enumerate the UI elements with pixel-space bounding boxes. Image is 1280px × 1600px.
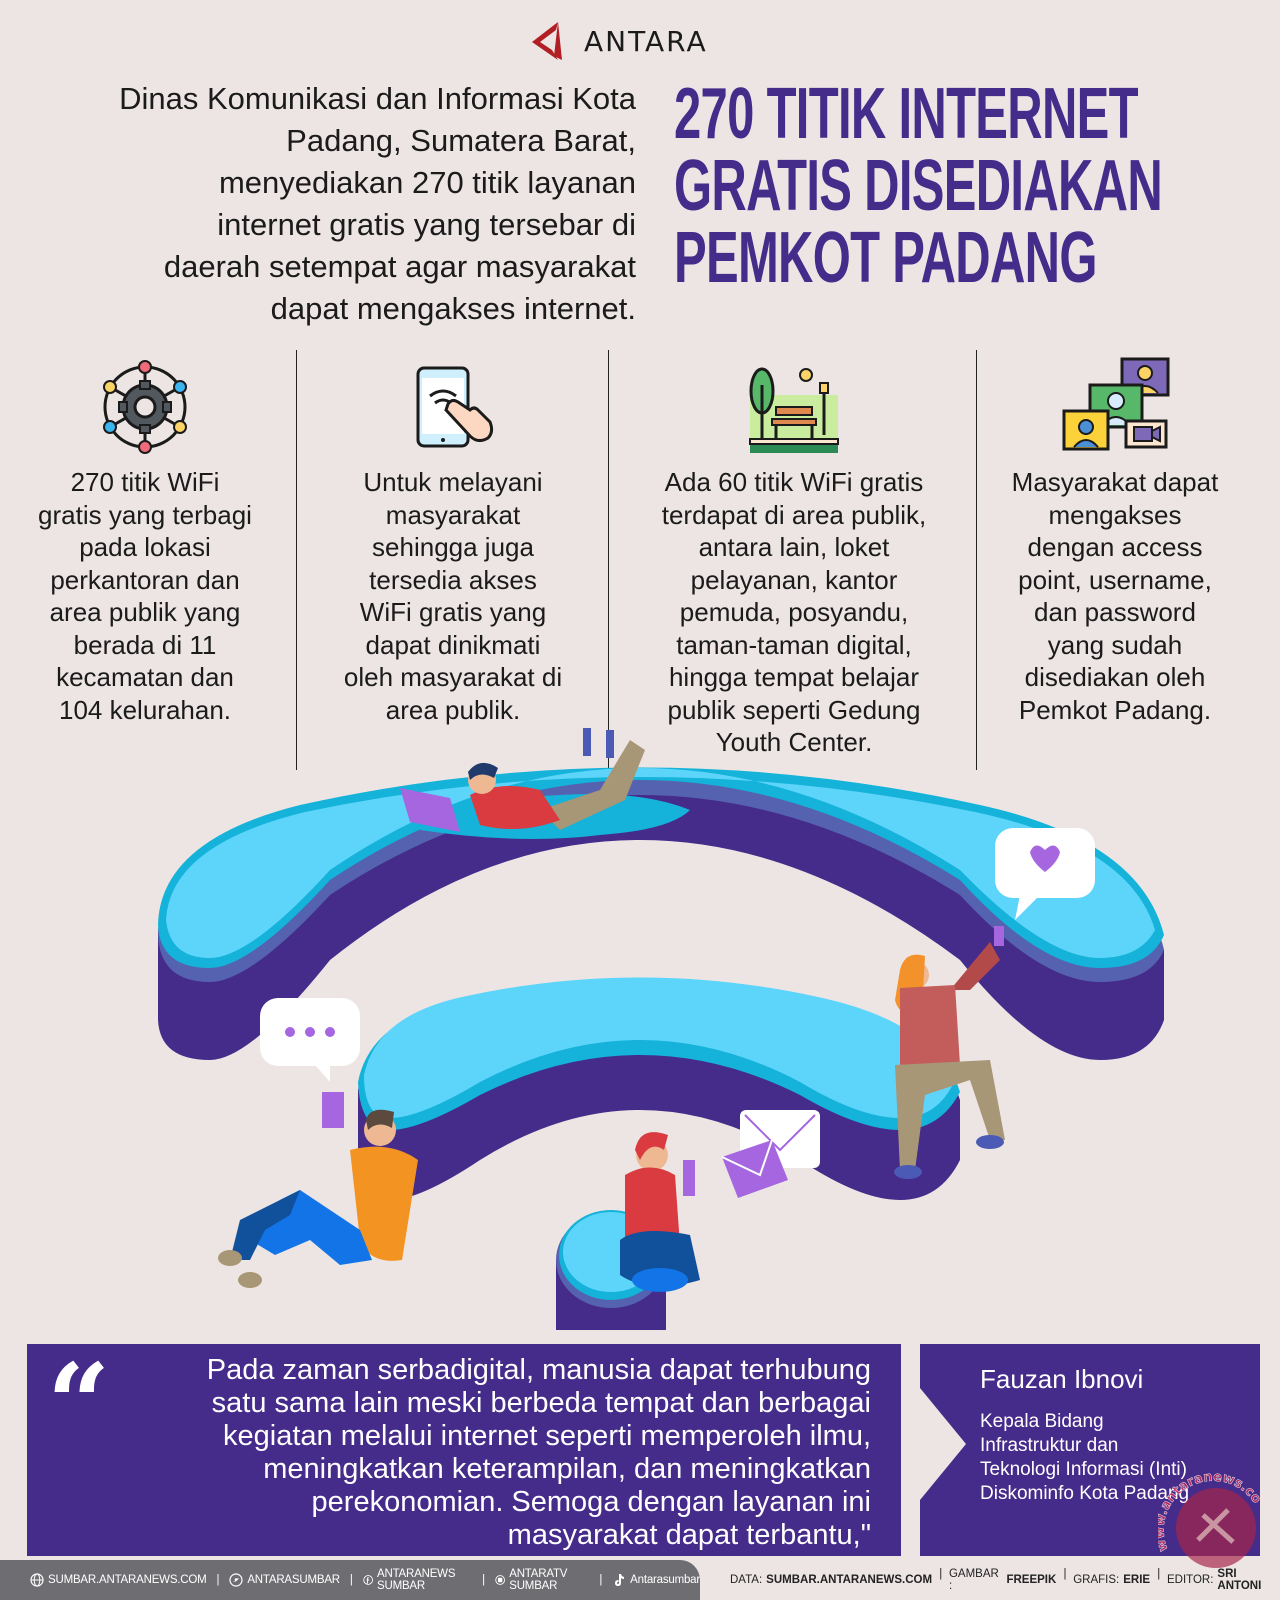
column-divider xyxy=(976,350,977,770)
info-column-2: Untuk melayani masyarakat sehingga juga … xyxy=(318,350,588,726)
tablet-touch-wifi-icon xyxy=(318,350,588,460)
footer-link-twitter[interactable]: ANTARASUMBAR xyxy=(229,1573,340,1587)
twitter-icon xyxy=(229,1573,243,1587)
speaker-name: Fauzan Ibnovi xyxy=(980,1364,1144,1394)
quote-block: “ Pada zaman serbadigital, manusia dapat… xyxy=(27,1344,901,1556)
speaker-arrow-notch xyxy=(920,1388,966,1500)
column-divider xyxy=(296,350,297,770)
facebook-icon xyxy=(362,1575,373,1585)
footer-link-website[interactable]: SUMBAR.ANTARANEWS.COM xyxy=(30,1573,207,1587)
credit-graphic-label: GRAFIS: xyxy=(1073,1574,1120,1586)
logo-text: ANTARA xyxy=(584,24,708,58)
antara-logo: ANTARA xyxy=(528,18,748,64)
credit-editor-label: EDITOR: xyxy=(1166,1574,1214,1586)
footer-social-bar: SUMBAR.ANTARANEWS.COM | ANTARASUMBAR | A… xyxy=(0,1560,700,1600)
credit-graphic-value: ERIE xyxy=(1123,1574,1151,1586)
info-column-1: 270 titik WiFi gratis yang terbagi pada … xyxy=(20,350,270,726)
footer-credits: DATA: SUMBAR.ANTARANEWS.COM | GAMBAR : F… xyxy=(730,1560,1280,1600)
info-column-4: Masyarakat dapat mengakses dengan access… xyxy=(980,350,1250,726)
person-selfie xyxy=(894,926,1005,1179)
footer-link-instagram[interactable]: ANTARATV SUMBAR xyxy=(495,1568,589,1592)
credit-data-value: SUMBAR.ANTARANEWS.COM xyxy=(766,1574,933,1586)
video-conference-icon xyxy=(980,350,1250,460)
person-phone xyxy=(620,1132,700,1292)
footer-link-facebook[interactable]: ANTARANEWS SUMBAR xyxy=(362,1568,472,1592)
quote-text: Pada zaman serbadigital, manusia dapat t… xyxy=(206,1354,871,1551)
quote-mark-icon: “ xyxy=(47,1339,111,1468)
credit-editor-value: SRI ANTONI xyxy=(1217,1568,1262,1592)
column-text: Masyarakat dapat mengakses dengan access… xyxy=(1011,467,1219,725)
credit-image-label: GAMBAR : xyxy=(948,1568,999,1592)
heart-speech-bubble xyxy=(995,828,1095,920)
speaker-title: Kepala Bidang Infrastruktur dan Teknolog… xyxy=(980,1411,1190,1504)
park-bench-icon xyxy=(624,350,964,460)
antaranews-watermark-icon: www.antaranews.com xyxy=(1158,1470,1264,1568)
column-divider xyxy=(608,350,609,770)
globe-icon xyxy=(30,1573,44,1587)
typing-speech-bubble xyxy=(260,998,360,1082)
network-gear-icon xyxy=(20,350,270,460)
column-text: Untuk melayani masyarakat sehingga juga … xyxy=(343,467,563,725)
person-tablet xyxy=(218,1092,418,1288)
instagram-icon xyxy=(495,1575,505,1585)
person-laptop xyxy=(400,728,690,839)
intro-paragraph: Dinas Komunikasi dan Informasi Kota Pada… xyxy=(119,81,636,326)
credit-data-label: DATA: xyxy=(730,1574,763,1586)
page-title: 270 TITIK INTERNET GRATIS DISEDIAKAN PEM… xyxy=(674,74,1163,298)
footer-link-tiktok[interactable]: Antarasumbar xyxy=(612,1573,700,1587)
column-text: Ada 60 titik WiFi gratis terdapat di are… xyxy=(661,467,927,757)
antara-logo-icon xyxy=(532,22,562,60)
column-text: 270 titik WiFi gratis yang terbagi pada … xyxy=(38,467,252,725)
envelope-icon xyxy=(721,1110,820,1198)
credit-image-value: FREEPIK xyxy=(1006,1574,1057,1586)
tiktok-icon xyxy=(615,1574,625,1586)
wifi-illustration xyxy=(158,728,1164,1330)
info-column-3: Ada 60 titik WiFi gratis terdapat di are… xyxy=(624,350,964,759)
